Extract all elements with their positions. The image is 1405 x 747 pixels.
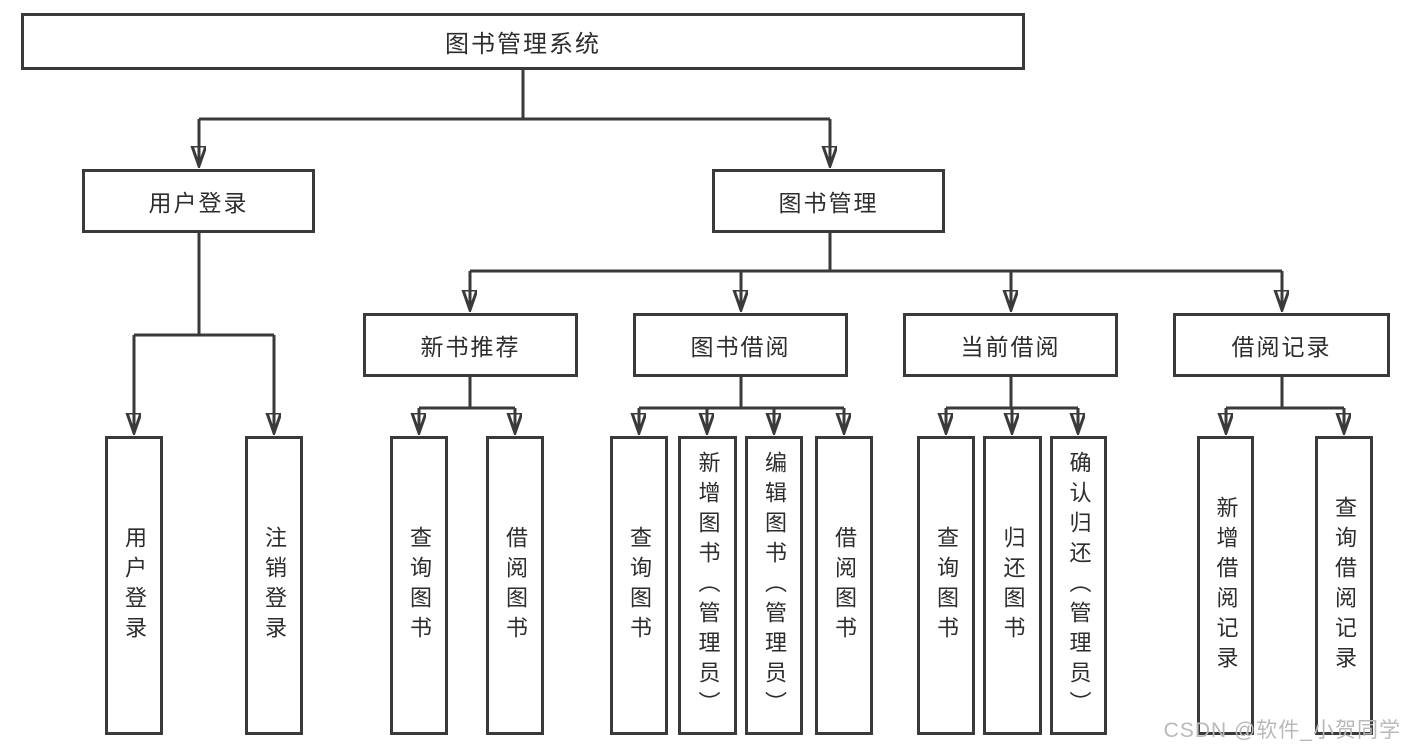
leaf-query-book-3: 查询图书 xyxy=(917,436,975,735)
csdn-watermark: CSDN @软件_小贺同学 xyxy=(1163,719,1401,742)
leaf-return-book: 归还图书 xyxy=(983,436,1042,735)
leaf-add-book-admin: 新增图书（管理员） xyxy=(678,436,737,735)
leaf-edit-book-admin: 编辑图书（管理员） xyxy=(745,436,803,735)
node-user-login: 用户登录 xyxy=(82,169,315,233)
leaf-query-borrow-record: 查询借阅记录 xyxy=(1315,436,1373,735)
node-borrow-record: 借阅记录 xyxy=(1173,313,1390,377)
node-book-management: 图书管理 xyxy=(712,169,945,233)
leaf-borrow-book-1: 借阅图书 xyxy=(486,436,544,735)
leaf-add-borrow-record: 新增借阅记录 xyxy=(1197,436,1254,735)
leaf-user-login: 用户登录 xyxy=(105,436,163,735)
node-book-borrow: 图书借阅 xyxy=(633,313,848,377)
leaf-confirm-return-admin: 确认归还（管理员） xyxy=(1050,436,1107,735)
node-new-book-recommend: 新书推荐 xyxy=(363,313,578,377)
leaf-query-book-1: 查询图书 xyxy=(390,436,448,735)
node-library-management-system: 图书管理系统 xyxy=(21,13,1025,70)
leaf-borrow-book-2: 借阅图书 xyxy=(815,436,873,735)
leaf-query-book-2: 查询图书 xyxy=(610,436,668,735)
node-current-borrow: 当前借阅 xyxy=(903,313,1118,377)
leaf-logout: 注销登录 xyxy=(245,436,303,735)
